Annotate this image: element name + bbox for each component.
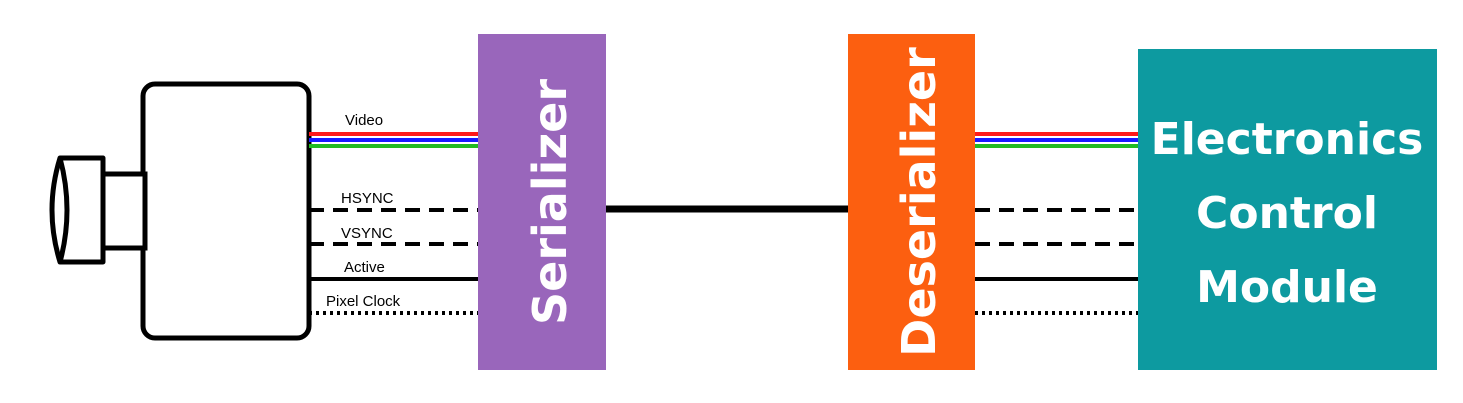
camera-icon: [49, 81, 312, 341]
pixel-clock-label: Pixel Clock: [326, 293, 401, 310]
ecm-block: Electronics Control Module: [1138, 49, 1437, 370]
ecm-label-line-3: Module: [1196, 262, 1378, 313]
ecm-label-line-1: Electronics: [1151, 114, 1424, 165]
deserializer-label: Deserializer: [892, 47, 946, 357]
video-label: Video: [345, 112, 383, 129]
serializer-block: Serializer: [478, 34, 606, 370]
video-lines-left: [309, 132, 478, 148]
video-lines-right: [975, 132, 1138, 148]
ecm-label-line-2: Control: [1196, 188, 1378, 239]
hsync-label: HSYNC: [341, 190, 394, 207]
serializer-label: Serializer: [523, 79, 577, 325]
deserializer-block: Deserializer: [848, 34, 975, 370]
active-label: Active: [344, 259, 385, 276]
vsync-label: VSYNC: [341, 225, 393, 242]
